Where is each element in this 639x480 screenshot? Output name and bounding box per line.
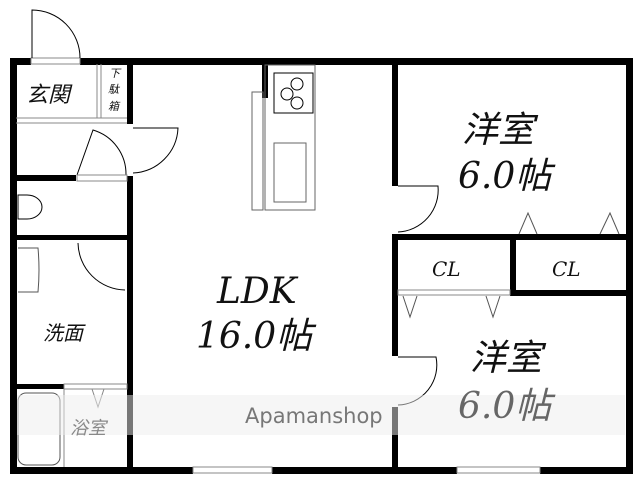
- watermark-logo: Apamanshop: [245, 404, 383, 428]
- ldk-door-swing: [132, 127, 179, 174]
- room1-door-swing: [397, 185, 439, 233]
- label-shoebox-1: 下: [109, 67, 122, 80]
- label-western2: 洋室: [470, 338, 547, 379]
- label-entrance: 玄関: [26, 83, 73, 108]
- label-western2-size: 6.0帖: [458, 386, 556, 427]
- sink: [273, 142, 307, 203]
- toilet: [17, 194, 43, 220]
- label-shoebox-2: 駄: [108, 83, 121, 96]
- label-ldk: LDK: [216, 271, 299, 312]
- label-western1: 洋室: [462, 110, 539, 151]
- label-shoebox-3: 箱: [108, 100, 121, 113]
- stove: [273, 72, 314, 114]
- label-closet2: CL: [552, 257, 581, 281]
- walls: [10, 58, 633, 474]
- watermark-band: [17, 395, 625, 435]
- hall-door-swing: [76, 129, 127, 176]
- label-ldk-size: 16.0帖: [196, 316, 317, 357]
- label-bathroom: 浴室: [70, 418, 109, 439]
- label-washroom: 洗面: [43, 321, 86, 345]
- label-closet1: CL: [432, 257, 461, 281]
- washroom-door-swing: [77, 242, 126, 291]
- label-western1-size: 6.0帖: [458, 156, 556, 197]
- entry-door-swing: [31, 9, 81, 59]
